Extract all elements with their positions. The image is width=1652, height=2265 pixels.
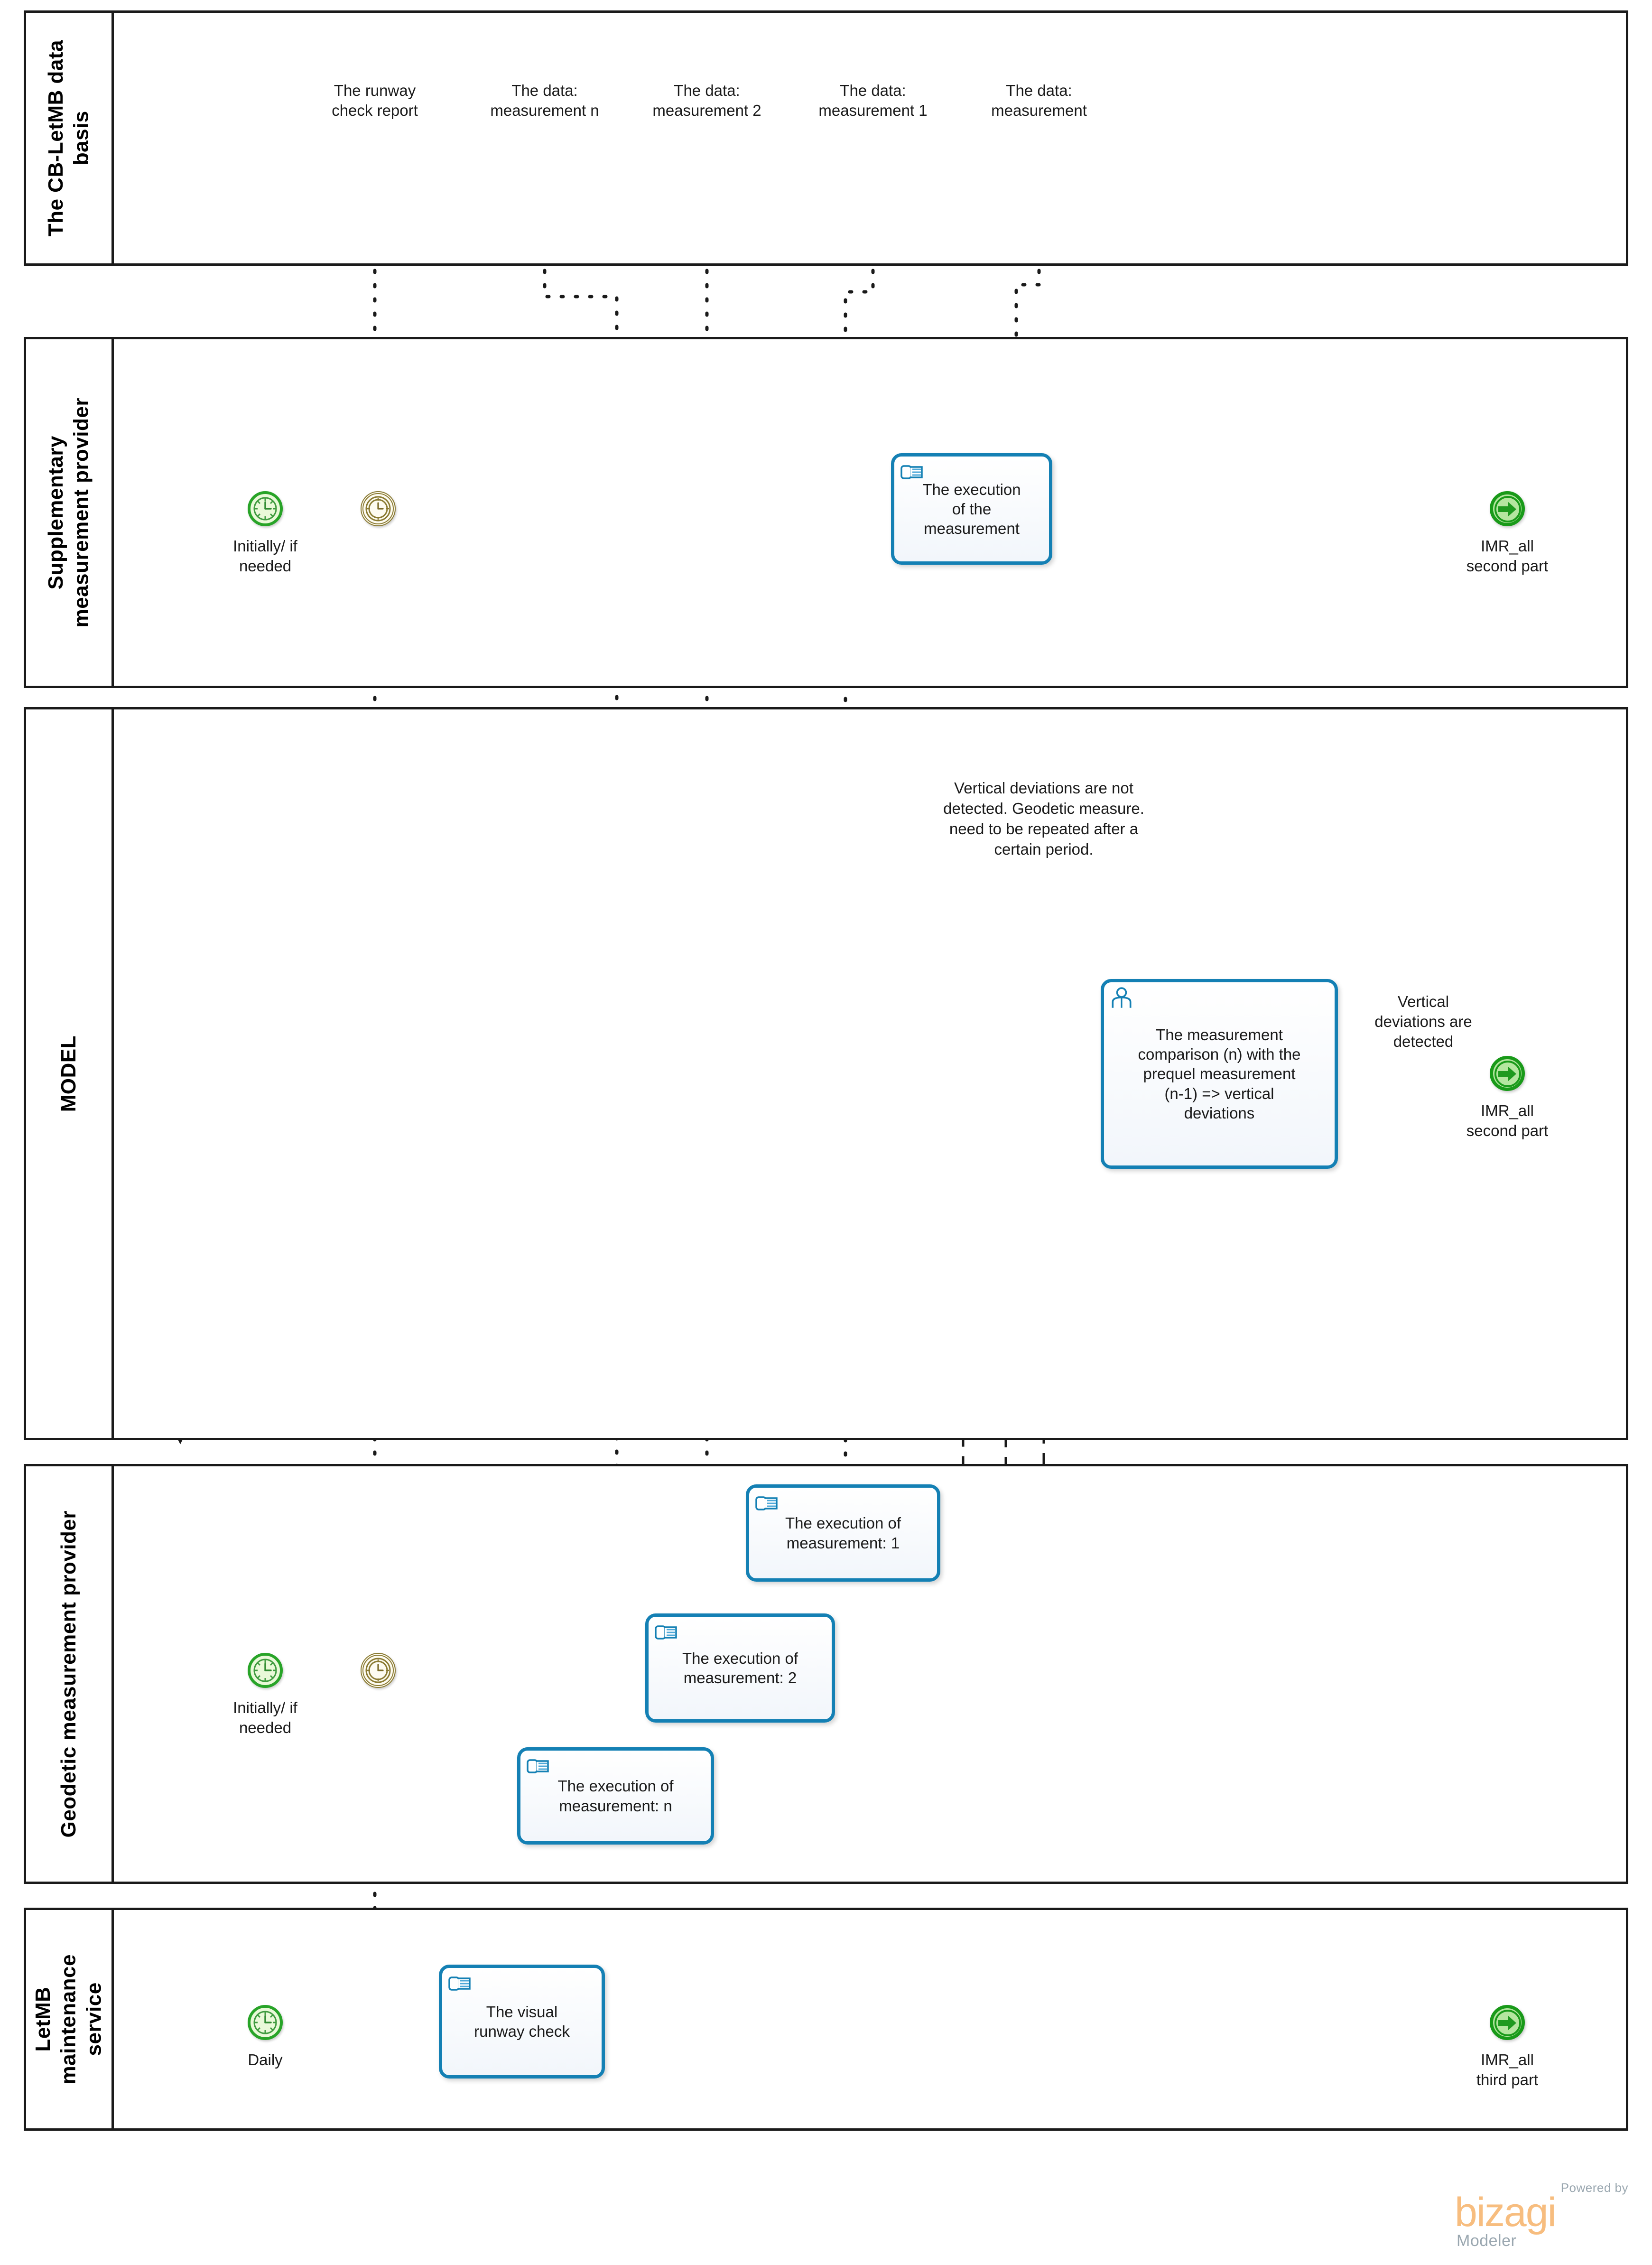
timer-icon	[253, 2011, 277, 2034]
pool-label: MODEL	[57, 1035, 81, 1112]
end-event-label-model: IMR_all second part	[1466, 1102, 1549, 1140]
text-annotation-model-note: Vertical deviations are not detected. Ge…	[943, 779, 1144, 858]
pool-label: Supplementary measurement provider	[44, 397, 93, 628]
link-throw-arrow-icon	[1494, 496, 1521, 522]
pool-label-container: MODEL	[26, 709, 114, 1438]
pool-label-container: LetMB maintenance service	[26, 1910, 114, 2128]
bizagi-watermark: Powered by bizagi Modeler	[1455, 2181, 1630, 2252]
task-geodetic-execution-of-measurement-2[interactable]: The execution of measurement: 2	[645, 1613, 835, 1723]
end-event-model-imr-all-second-part[interactable]	[1490, 1056, 1525, 1091]
manual-task-icon	[755, 1496, 778, 1510]
manual-task-icon	[527, 1759, 549, 1773]
pool-supplementary-measurement-provider: Supplementary measurement provider	[24, 337, 1628, 688]
watermark-powered-by: Powered by	[1560, 2181, 1628, 2195]
start-event-label-geodetic: Initially/ if needed	[233, 1699, 297, 1737]
manual-task-icon	[900, 465, 923, 479]
pool-label-container: Supplementary measurement provider	[26, 339, 114, 686]
pool-label-container: The CB-LetMB data basis	[26, 13, 114, 263]
task-label: The execution of the measurement	[922, 480, 1021, 538]
pool-the-cb-letmb-data-basis: The CB-LetMB data basis	[24, 10, 1628, 266]
manual-task-icon	[655, 1625, 677, 1640]
end-event-label-letmb: IMR_all third part	[1476, 2051, 1539, 2089]
pool-label: Geodetic measurement provider	[57, 1510, 81, 1838]
pool-label: LetMB maintenance service	[31, 1954, 106, 2085]
data-object-label-measurement: The data: measurement	[991, 82, 1087, 120]
start-event-label-supplementary: Initially/ if needed	[233, 537, 297, 575]
task-letmb-visual-runway-check[interactable]: The visual runway check	[439, 1965, 605, 2079]
task-geodetic-execution-of-measurement-n[interactable]: The execution of measurement: n	[517, 1747, 714, 1845]
timer-icon	[253, 497, 277, 521]
data-object-label-measurement-1: The data: measurement 1	[818, 82, 928, 120]
timer-icon	[365, 496, 391, 522]
start-event-supplementary-initially-if-needed[interactable]	[248, 491, 283, 526]
task-label: The execution of measurement: 1	[785, 1514, 901, 1552]
start-event-geodetic-initially-if-needed[interactable]	[248, 1653, 283, 1688]
end-event-letmb-imr-all-third-part[interactable]	[1490, 2005, 1525, 2040]
manual-task-icon	[448, 1976, 471, 1991]
data-object-label-measurement-n: The data: measurement n	[490, 82, 599, 120]
end-event-label-supplementary: IMR_all second part	[1466, 537, 1549, 575]
sequence-flow-label-vertical-deviations-detected: Vertical deviations are detected	[1374, 993, 1472, 1051]
timer-icon	[253, 1659, 277, 1682]
pool-letmb-maintenance-service: LetMB maintenance service	[24, 1908, 1628, 2131]
task-model-measurement-comparison[interactable]: The measurement comparison (n) with the …	[1101, 979, 1338, 1169]
data-object-label-measurement-2: The data: measurement 2	[652, 82, 761, 120]
link-throw-arrow-icon	[1494, 1061, 1521, 1087]
task-supplementary-execution-of-the-measurement[interactable]: The execution of the measurement	[891, 453, 1052, 565]
pool-label: The CB-LetMB data basis	[44, 39, 93, 237]
intermediate-timer-event-supplementary[interactable]	[361, 491, 396, 526]
end-event-supplementary-imr-all-second-part[interactable]	[1490, 491, 1525, 526]
task-label: The measurement comparison (n) with the …	[1138, 1025, 1301, 1122]
watermark-brand: bizagi	[1455, 2190, 1557, 2235]
task-label: The visual runway check	[474, 2003, 570, 2040]
task-label: The execution of measurement: 2	[682, 1649, 798, 1687]
watermark-product: Modeler	[1457, 2232, 1517, 2250]
timer-icon	[365, 1658, 391, 1683]
start-event-letmb-daily[interactable]	[248, 2005, 283, 2040]
task-geodetic-execution-of-measurement-1[interactable]: The execution of measurement: 1	[746, 1484, 940, 1582]
pool-model: MODEL	[24, 707, 1628, 1440]
intermediate-timer-event-geodetic[interactable]	[361, 1653, 396, 1688]
link-throw-arrow-icon	[1494, 2010, 1521, 2036]
user-task-icon	[1112, 987, 1132, 1008]
task-label: The execution of measurement: n	[557, 1777, 674, 1815]
data-object-label-runway-check-report: The runway check report	[332, 82, 418, 120]
start-event-label-letmb: Daily	[248, 2051, 283, 2069]
pool-label-container: Geodetic measurement provider	[26, 1466, 114, 1882]
